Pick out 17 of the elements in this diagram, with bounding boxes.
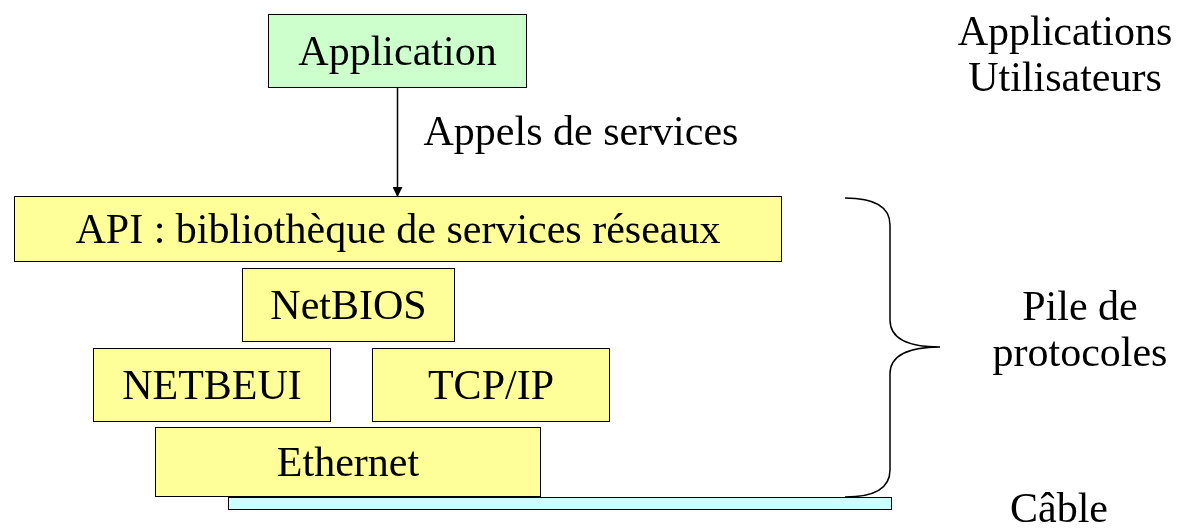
protocol-box [93,348,331,422]
api-layer-box [14,196,782,262]
cable-label: Câble [1010,485,1108,529]
cable-bar [228,497,892,510]
protocol-box [155,427,541,497]
arrow [392,87,403,197]
protocol-box [372,348,610,422]
layer-name: API : bibliothèque de services réseaux [75,205,721,253]
side-note: Pile de protocoles [991,283,1169,375]
protocol-box [242,268,455,342]
layer-name: TCP/IP [427,361,554,409]
side-note: Applications Utilisateurs [956,8,1174,100]
layer-name: Ethernet [276,438,420,486]
layer-name: Application [298,27,497,75]
layer-name: NetBIOS [270,281,427,329]
application-box [268,14,527,88]
layer-name: NETBEUI [122,361,302,409]
